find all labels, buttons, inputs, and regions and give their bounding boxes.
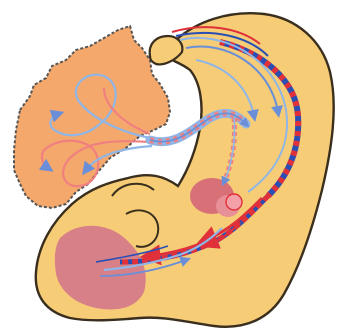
foramen-ovale [226, 194, 242, 210]
